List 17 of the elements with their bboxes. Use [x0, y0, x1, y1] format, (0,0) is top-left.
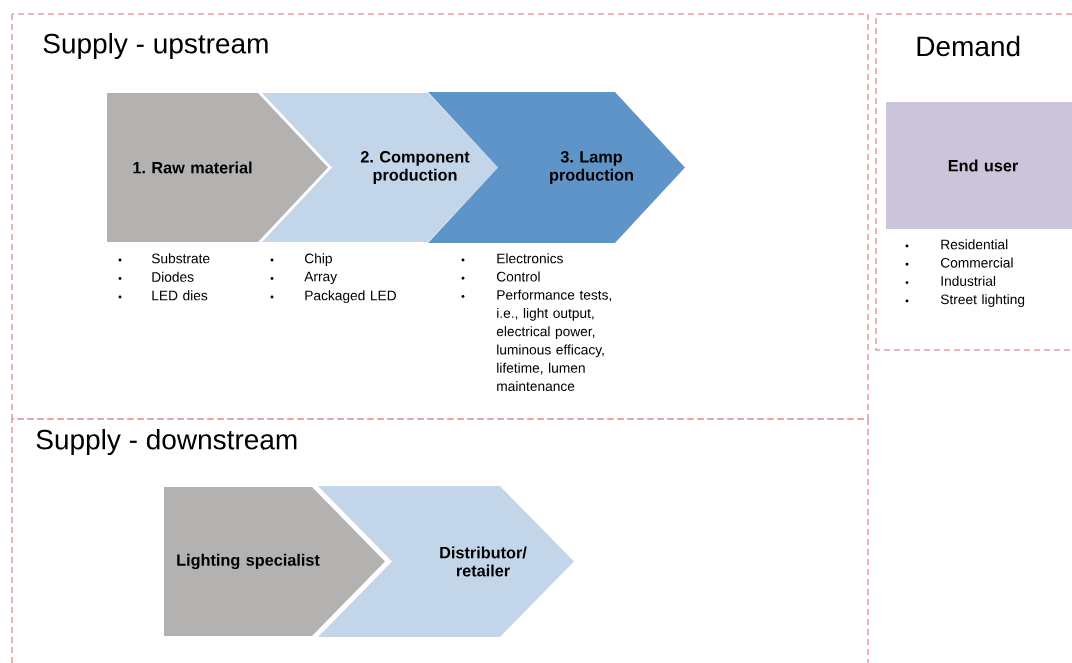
- bullet-item: Chip: [270, 253, 332, 267]
- bullet-item: Street lighting: [905, 294, 1025, 307]
- bullet-item: Control: [461, 271, 540, 282]
- bullet-item: Performance tests, i.e., light output, electrical power, luminous efficacy, lifetime, lumen maintenance: [461, 289, 612, 392]
- bullet-item: Packaged LED: [270, 290, 396, 304]
- bullet-item: Array: [270, 271, 338, 285]
- chevron-step: 2. Component production: [262, 93, 498, 242]
- bullet-item: LED dies: [118, 290, 208, 301]
- bullet-item: Electronics: [461, 253, 563, 264]
- bullet-item: Residential: [905, 239, 1008, 250]
- bullet-item: Diodes: [118, 271, 194, 282]
- bullet-item: Commercial: [905, 257, 1013, 268]
- bullet-item: Industrial: [905, 275, 996, 286]
- chevron-step: Lighting specialist: [164, 487, 385, 636]
- chevron-step: 1. Raw material: [107, 93, 328, 242]
- stage-box: End user: [886, 102, 1072, 229]
- bullet-item: Substrate: [118, 253, 210, 264]
